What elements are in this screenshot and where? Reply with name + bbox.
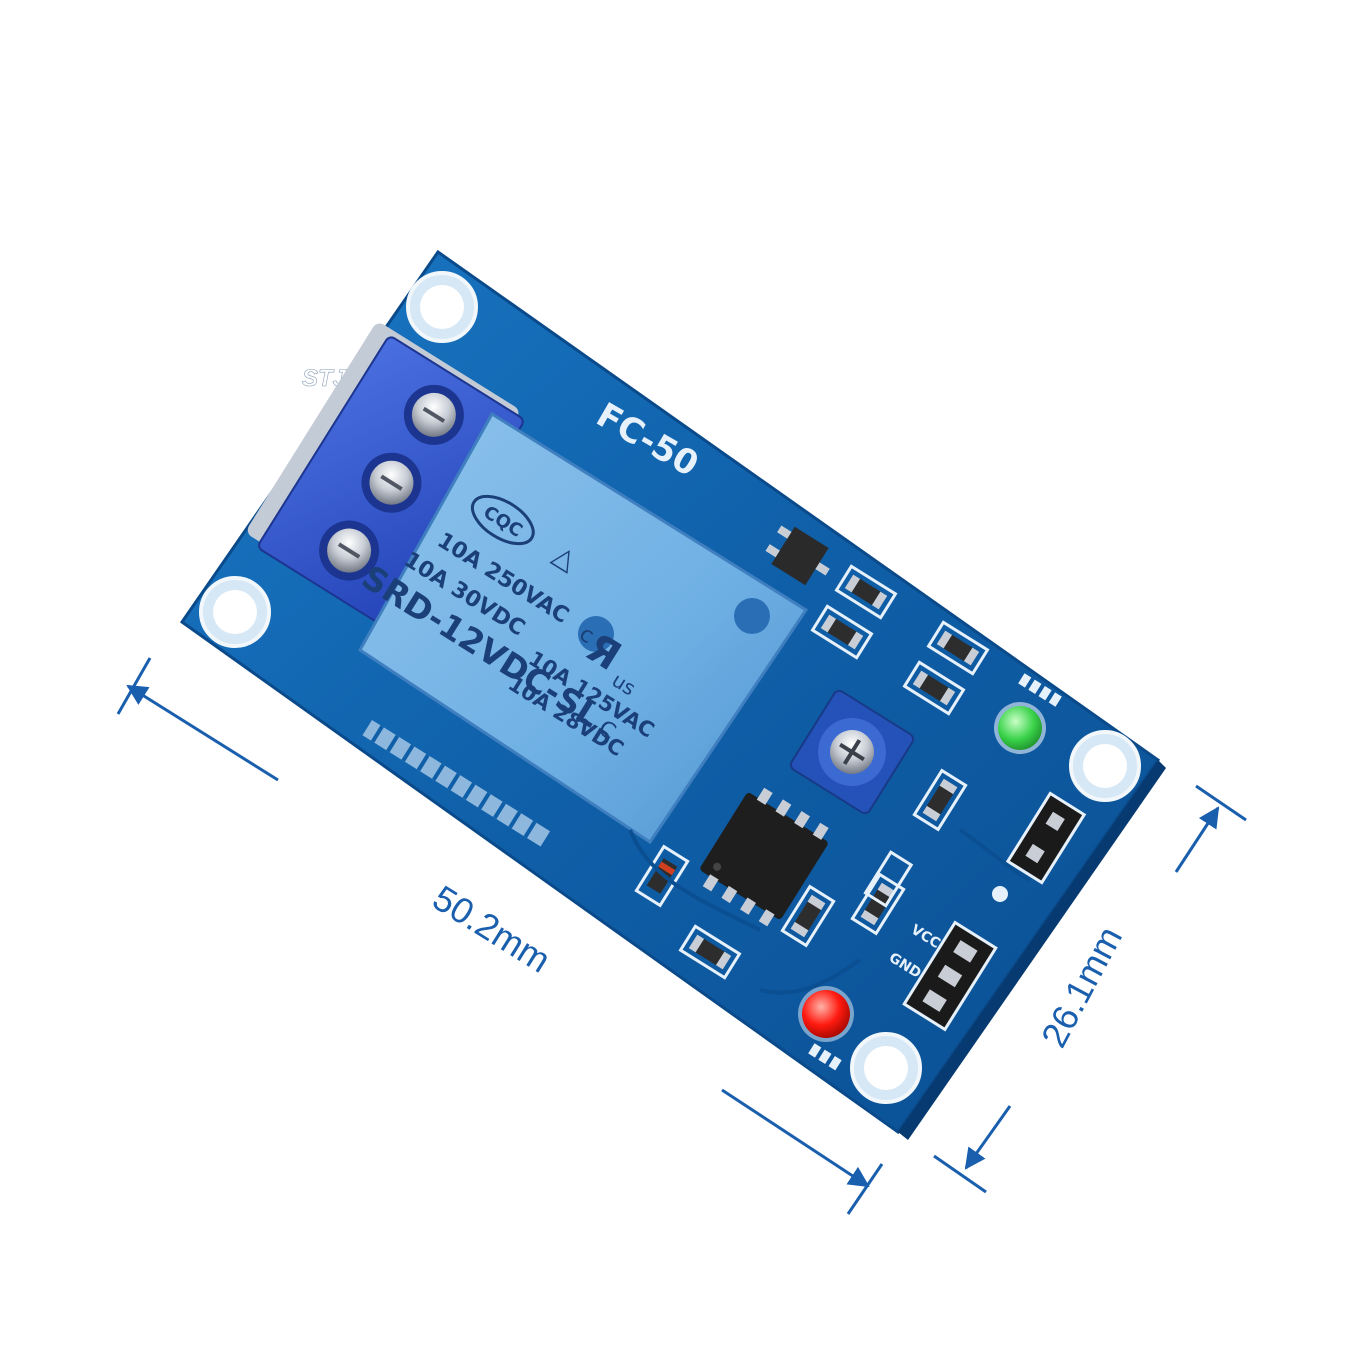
potentiometer [789, 689, 915, 815]
pcb-edge-shadow [898, 760, 1166, 1140]
terminal-screw-1 [403, 384, 464, 445]
length-label: 50.2mm [426, 877, 558, 981]
length-arrow-left [126, 684, 279, 782]
width-extension-top [1195, 784, 1247, 822]
length-extension-right [846, 1163, 884, 1215]
relay-vent-hole-1 [578, 616, 614, 652]
smd-resistor-5 [850, 872, 906, 936]
pcb-traces [628, 828, 1031, 995]
smd-resistor-7 [863, 850, 914, 908]
smd-capacitor-2 [780, 884, 836, 948]
screw-terminal-block [247, 323, 524, 631]
length-extension-left [116, 657, 152, 715]
relay-module-board: FC-50 STJF [179, 249, 1166, 1140]
smd-resistor-1 [834, 564, 898, 620]
width-label: 26.1mm [1033, 920, 1130, 1054]
width-extension-bottom [933, 1154, 987, 1194]
red-led [798, 986, 854, 1042]
mounting-hole-bottom-right [850, 1032, 922, 1104]
terminal-screw-3 [319, 520, 380, 581]
length-arrow-right [721, 1088, 870, 1188]
terminal-screw-2 [361, 452, 422, 513]
power-header [902, 920, 998, 1032]
smd-resistor-3 [926, 620, 990, 676]
smd-resistor-6 [678, 924, 742, 980]
smd-resistor-2 [810, 604, 874, 660]
cqc-mark [470, 494, 535, 546]
relay-vent-hole-2 [734, 598, 770, 634]
mounting-hole-bottom-left [199, 576, 271, 648]
green-led [994, 702, 1046, 754]
jumper-header [1005, 791, 1087, 885]
width-arrow-top [1174, 806, 1220, 873]
smd-transistor [765, 525, 830, 586]
green-led-silkscreen [1018, 673, 1062, 707]
comparator-ic [700, 787, 829, 927]
mounting-hole-top-right [1069, 730, 1141, 802]
test-point [992, 886, 1008, 902]
width-arrow-bottom [964, 1105, 1012, 1170]
red-led-silkscreen [808, 1043, 842, 1071]
silkscreen-pattern [362, 720, 551, 847]
smd-capacitor-1 [912, 768, 968, 832]
mounting-hole-top-left [406, 271, 478, 343]
smd-resistor-4 [902, 660, 966, 716]
